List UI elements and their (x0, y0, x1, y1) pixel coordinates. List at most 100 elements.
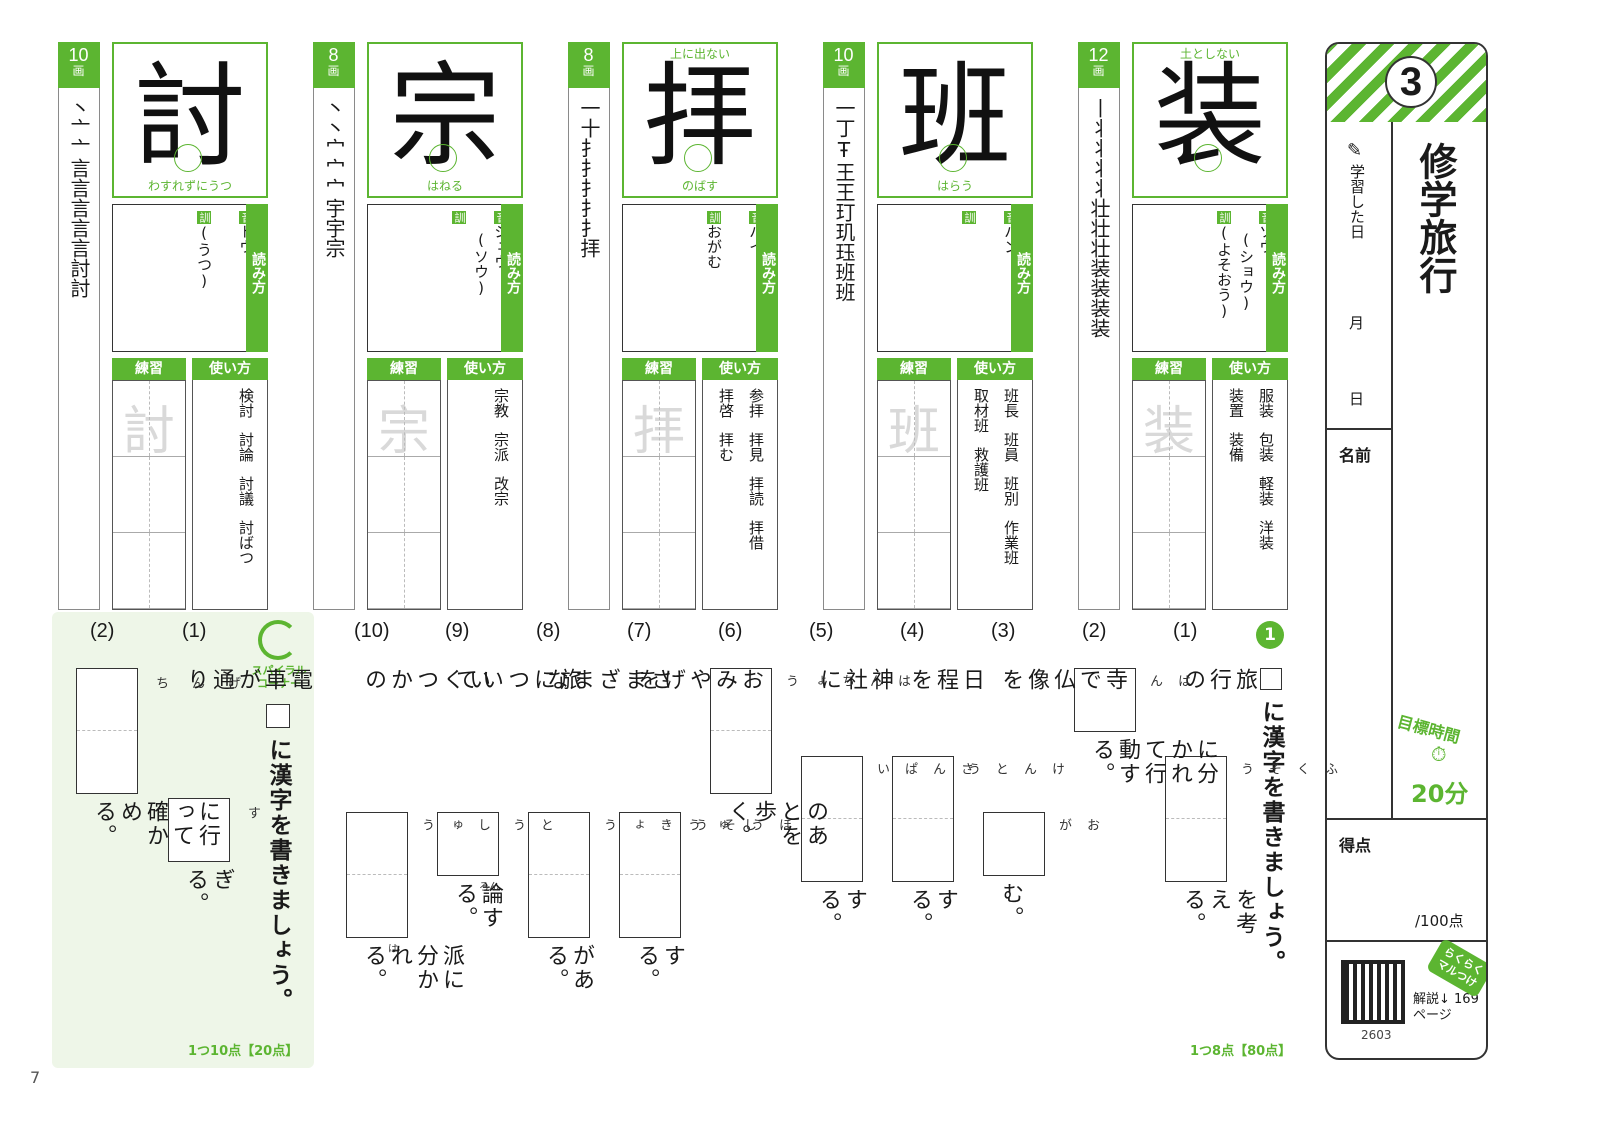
stroke-step: 扌 (577, 218, 601, 238)
usage-word: 拝啓 (717, 388, 735, 418)
practice-trace-kanji: 班 (887, 402, 940, 462)
bottom-hint-label: はねる (426, 179, 463, 193)
practice-cell[interactable] (1133, 533, 1205, 609)
practice-cell[interactable]: 班 (878, 381, 950, 462)
section-number-badge: 1 (1256, 621, 1284, 649)
practice-cell[interactable]: 拝 (623, 381, 695, 462)
usage-words: 宗教宗派改宗 (486, 388, 516, 598)
answer-box[interactable] (801, 756, 863, 882)
answer-box[interactable] (1074, 668, 1136, 732)
answer-cell[interactable] (984, 813, 1044, 875)
answer-box[interactable] (710, 668, 772, 794)
answer-box[interactable] (437, 812, 499, 876)
usage-header: 使い方 (702, 358, 778, 380)
answer-box[interactable] (1165, 756, 1227, 882)
answer-reference: 解説↓ 169ページ (1413, 992, 1479, 1023)
answer-furigana: さんぱい (874, 762, 973, 775)
stroke-step: Ŧ (832, 138, 856, 162)
practice-cell[interactable] (1133, 457, 1205, 533)
stroke-count-number: 10 (833, 45, 854, 65)
answer-cell[interactable] (347, 813, 407, 875)
answer-cell[interactable] (529, 875, 589, 937)
answer-cell[interactable] (711, 731, 771, 793)
practice-cell[interactable] (623, 457, 695, 533)
answer-cell[interactable] (347, 875, 407, 937)
spiral-arrows-icon (258, 620, 298, 660)
usage-box: 服装包装軽装洋装装置装備 (1212, 380, 1288, 610)
usage-header: 使い方 (447, 358, 523, 380)
answer-furigana: はん (1147, 674, 1190, 687)
answer-box[interactable] (983, 812, 1045, 876)
question-number: (7) (627, 620, 652, 642)
usage-word: 討論 (237, 432, 255, 462)
stroke-count-unit: 画 (837, 64, 850, 78)
practice-cell[interactable] (878, 533, 950, 609)
practice-cell[interactable] (878, 457, 950, 533)
answer-cell[interactable] (893, 757, 953, 819)
question-number: (5) (809, 620, 834, 642)
stroke-step: 壮 (1087, 238, 1111, 258)
reading-tab: 読み方 (1266, 204, 1288, 352)
answer-box[interactable] (528, 812, 590, 938)
practice-cell[interactable] (113, 533, 185, 609)
answer-cell[interactable] (893, 819, 953, 881)
usage-word: 救護班 (972, 447, 990, 492)
reading-tab: 読み方 (246, 204, 268, 352)
answer-cell[interactable] (620, 875, 680, 937)
kanji-model-box: 班はらう (877, 42, 1033, 198)
answer-box[interactable] (76, 668, 138, 794)
answer-cell[interactable] (77, 669, 137, 731)
practice-cell[interactable]: 宗 (368, 381, 440, 462)
question-text-after: に行って確かめる。 (91, 800, 220, 848)
answer-box[interactable] (619, 812, 681, 938)
reading-box: 音ソウ(ショウ)訓(よそおう) (1132, 204, 1288, 352)
answer-box[interactable] (168, 798, 230, 862)
stroke-step: 王 (832, 182, 856, 202)
stroke-order-sequence: 丶亠亠言言言言言討討 (65, 98, 93, 298)
reading-tab: 読み方 (756, 204, 778, 352)
practice-cell[interactable]: 討 (113, 381, 185, 462)
practice-cell[interactable]: 装 (1133, 381, 1205, 462)
stroke-step: 亠 (67, 138, 91, 158)
stroke-step: 扌 (577, 158, 601, 178)
stroke-step: 扌 (577, 178, 601, 198)
question-text-after: を考える。 (1180, 888, 1257, 936)
marking-badge: らくらくマルつけ (1425, 937, 1486, 999)
answer-cell[interactable] (711, 669, 771, 731)
section-instruction: に漢字を書きましょう。 (1258, 700, 1284, 975)
answer-cell[interactable] (529, 813, 589, 875)
practice-cell[interactable] (623, 533, 695, 609)
stroke-step: 言 (67, 198, 91, 218)
stroke-count-number: 12 (1088, 45, 1109, 65)
answer-cell[interactable] (620, 813, 680, 875)
usage-word: 包装 (1257, 432, 1275, 462)
usage-word: 洋装 (1257, 520, 1275, 550)
sidebar-divider (1391, 122, 1393, 818)
answer-box[interactable] (892, 756, 954, 882)
question-text-after: ぎる。 (183, 868, 234, 916)
answer-box[interactable] (346, 812, 408, 938)
kanji-model-box: 宗はねる (367, 42, 523, 198)
practice-cell[interactable] (368, 457, 440, 533)
answer-cell[interactable] (1166, 819, 1226, 881)
usage-word: 装置 (1227, 388, 1245, 418)
answer-cell[interactable] (77, 731, 137, 793)
reading-box: 音トウ訓(うつ) (112, 204, 268, 352)
usage-word: 拝読 (747, 476, 765, 506)
answer-cell[interactable] (1166, 757, 1226, 819)
usage-header: 使い方 (957, 358, 1033, 380)
stroke-step: 丶 (322, 118, 346, 138)
answer-furigana: ほうそう (692, 818, 791, 831)
practice-cell[interactable] (113, 457, 185, 533)
qr-code-icon[interactable] (1341, 960, 1405, 1024)
usage-word: 検討 (237, 388, 255, 418)
practice-cell[interactable] (368, 533, 440, 609)
answer-cell[interactable] (802, 757, 862, 819)
usage-words: 検討討論討議討ばつ (231, 388, 261, 598)
usage-word: 参拝 (747, 388, 765, 418)
stroke-step: 班 (832, 262, 856, 282)
practice-header: 練習 (877, 358, 951, 380)
